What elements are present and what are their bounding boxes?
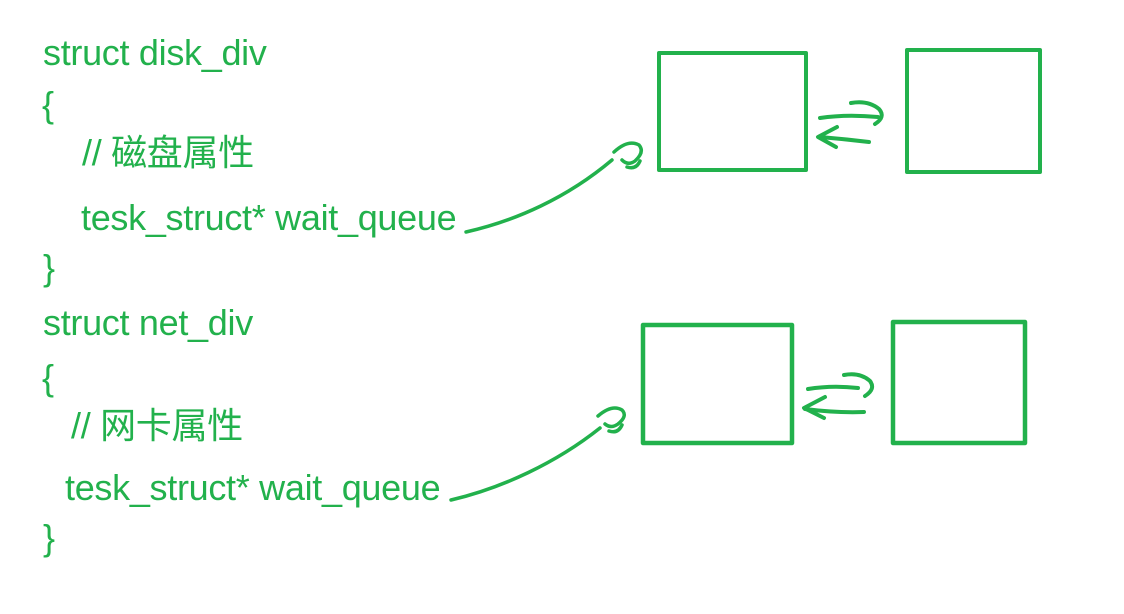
net-attributes-comment: // 网卡属性 (71, 405, 243, 446)
disk-bidirectional-arrows (816, 100, 884, 149)
pointer-arrow-head-icon (596, 406, 626, 429)
pointer-arrow-head-icon (612, 141, 643, 165)
disk-attributes-comment: // 磁盘属性 (82, 132, 254, 173)
net-task-node-box-2 (890, 319, 1028, 446)
pointer-curve (464, 158, 614, 234)
right-arrow-head-icon (842, 372, 875, 398)
net-struct-open-brace: { (42, 357, 54, 398)
disk-wait-queue-member: tesk_struct* wait_queue (81, 197, 457, 238)
net-bidirectional-arrows (802, 372, 875, 420)
net-struct-close-brace: } (43, 517, 55, 558)
pointer-arrow-barb (607, 423, 624, 434)
left-arrow-shaft (818, 135, 871, 144)
net-wait-queue-figure (449, 319, 1028, 502)
disk-wait-queue-pointer-arrow (464, 141, 643, 234)
disk-wait-queue-figure (464, 48, 1042, 234)
disk-struct-close-brace: } (43, 247, 55, 288)
disk-task-node-box-1 (657, 51, 808, 172)
net-task-node-box-1 (640, 322, 795, 446)
net-wait-queue-pointer-arrow (449, 406, 626, 502)
net-struct-declaration: struct net_div (43, 302, 253, 343)
left-arrow-head-icon (802, 395, 827, 420)
disk-struct-declaration: struct disk_div (43, 32, 267, 73)
net-wait-queue-member: tesk_struct* wait_queue (65, 467, 441, 508)
pointer-arrow-barb (625, 159, 642, 170)
pointer-curve (449, 426, 602, 502)
right-arrow-head-icon (849, 100, 884, 126)
right-arrow-shaft (806, 384, 860, 391)
left-arrow-head-icon (816, 125, 839, 149)
right-arrow-shaft (818, 113, 880, 120)
disk-struct-open-brace: { (42, 84, 54, 125)
disk-task-node-box-2 (905, 48, 1042, 174)
